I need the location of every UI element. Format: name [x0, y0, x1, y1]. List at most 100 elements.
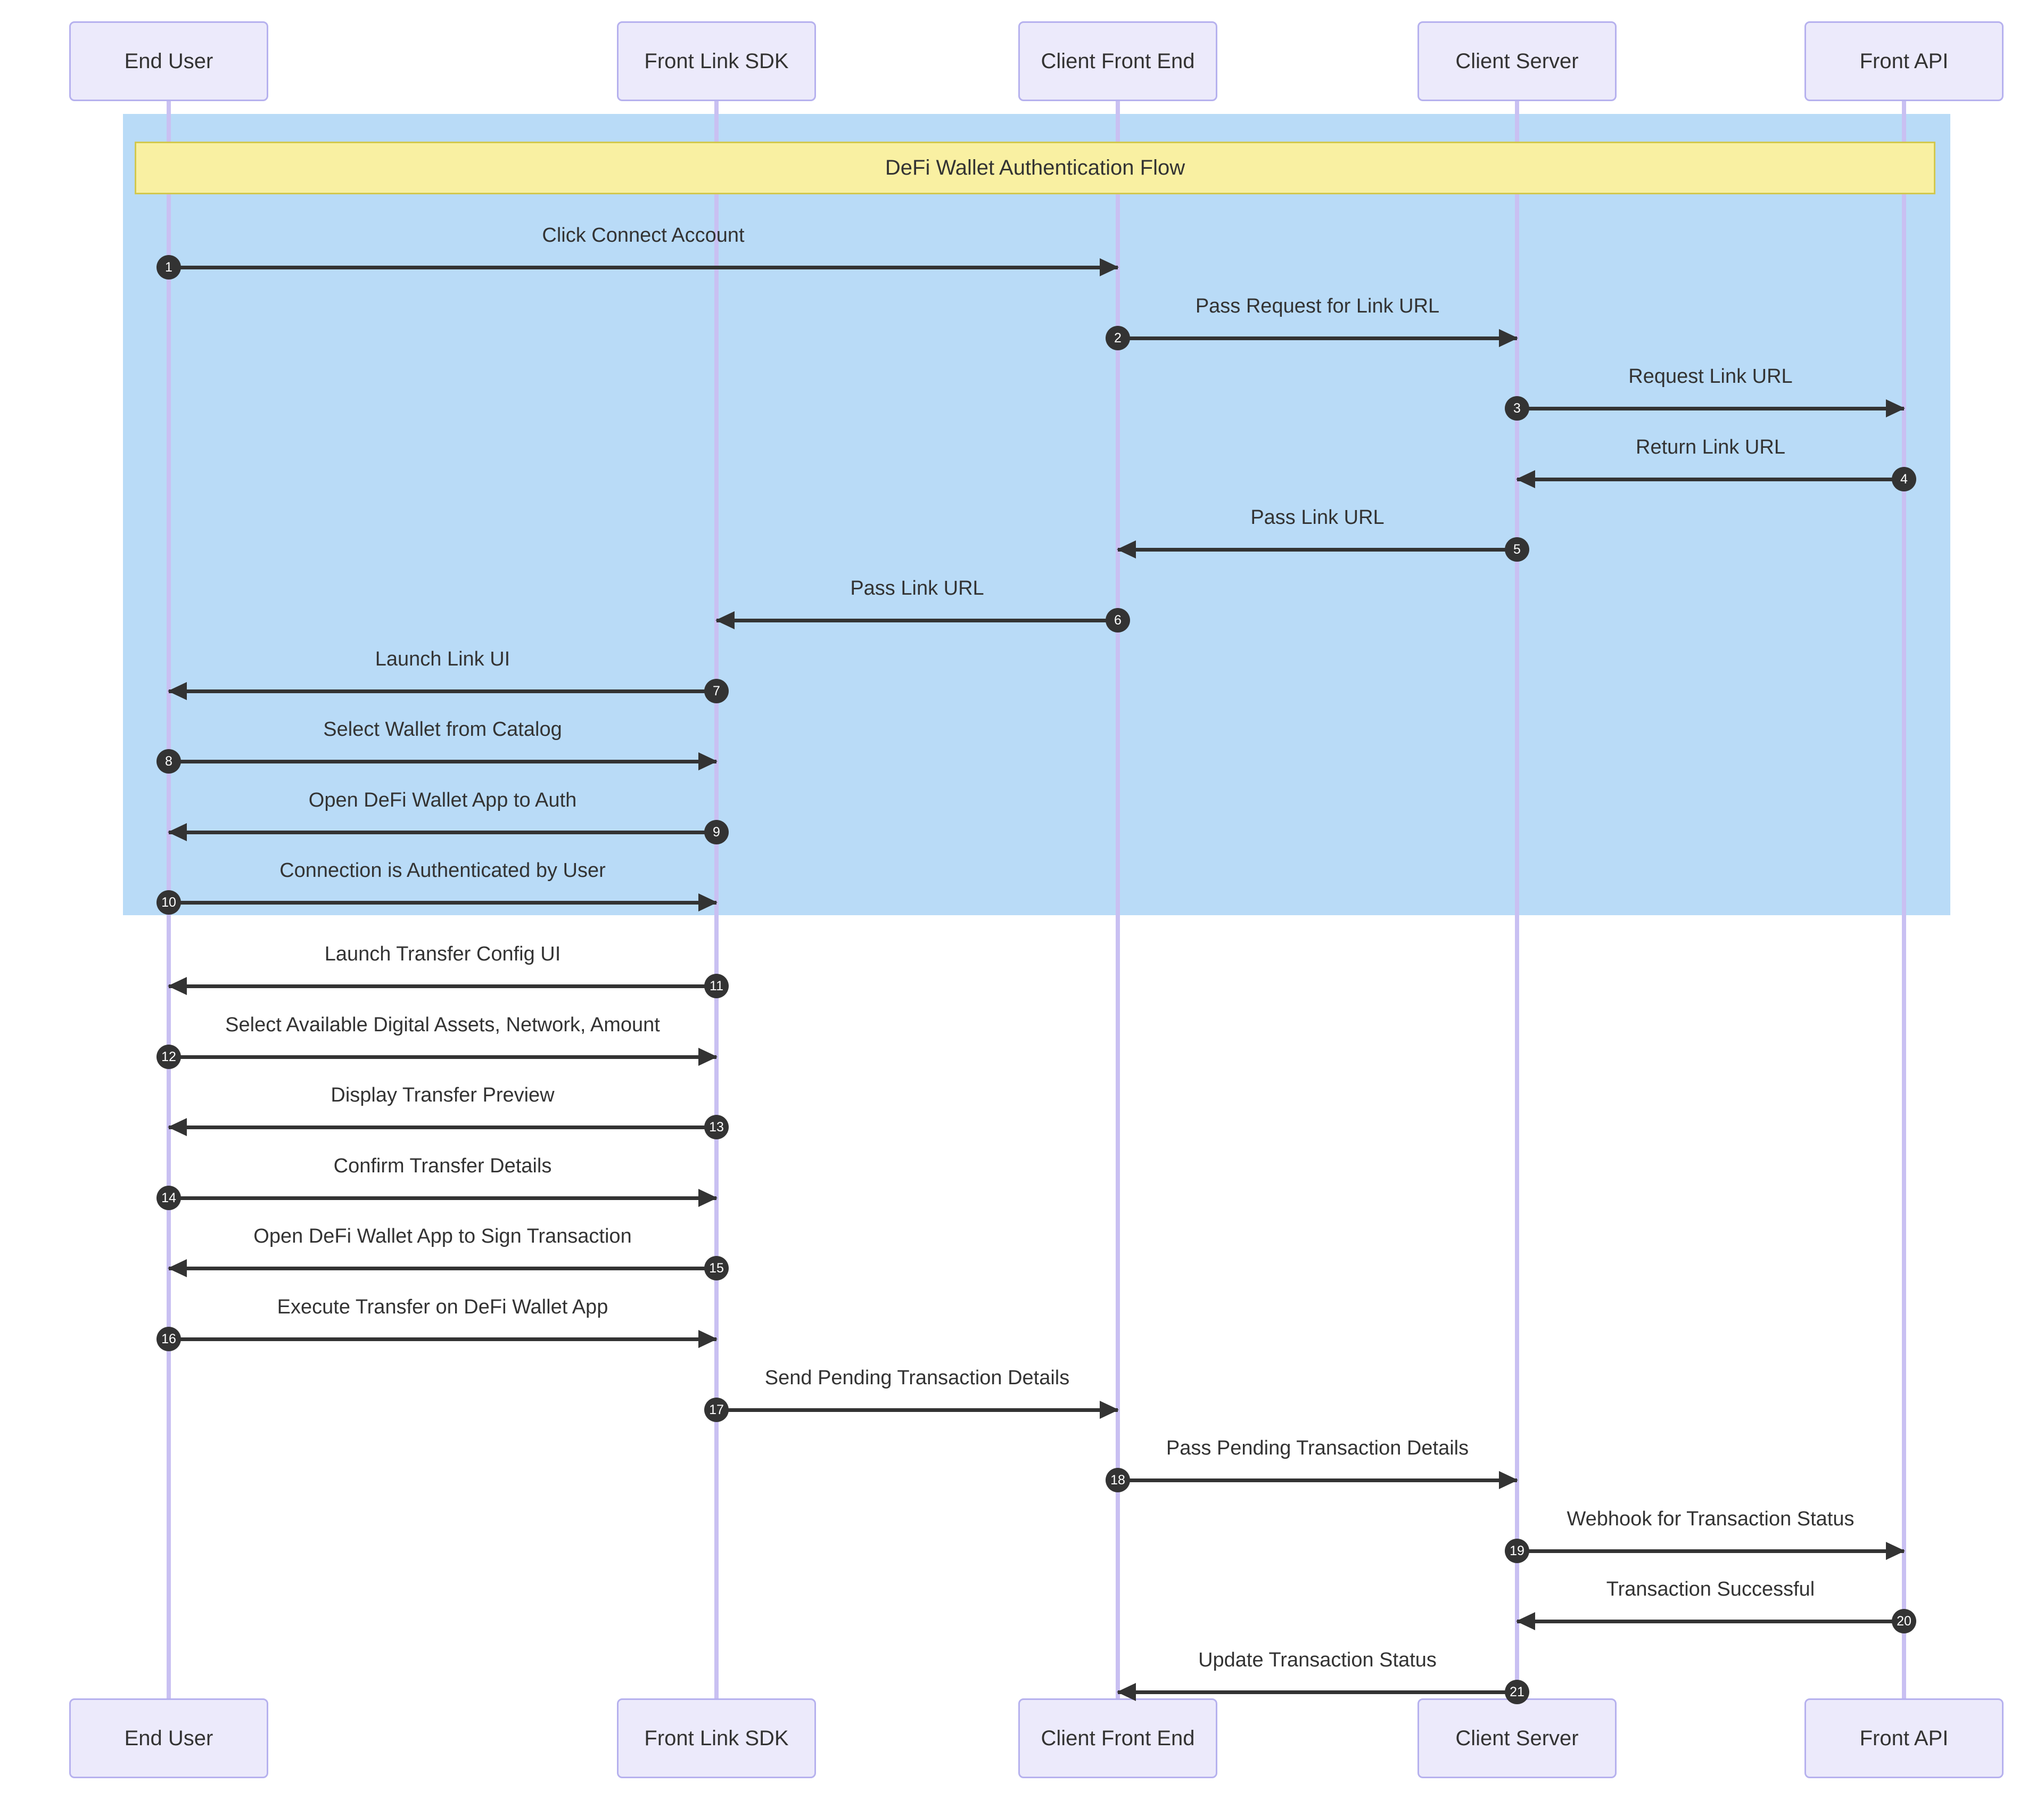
actor-label: Client Server [1455, 1726, 1579, 1750]
arrowhead-icon [698, 1330, 718, 1348]
actor-box-top-front-api: Front API [1804, 21, 2004, 101]
message-label-3: Request Link URL [1628, 365, 1793, 388]
actor-label: Client Front End [1041, 49, 1195, 73]
message-arrow-7 [168, 682, 716, 700]
message-arrow-6 [715, 611, 1118, 629]
actor-box-bottom-client-front-end: Client Front End [1018, 1698, 1217, 1778]
arrowhead-icon [1886, 1542, 1905, 1560]
arrowhead-icon [1117, 1683, 1136, 1701]
message-number-badge-20: 20 [1892, 1609, 1916, 1633]
actor-label: Front Link SDK [644, 49, 789, 73]
message-number-badge-21: 21 [1505, 1680, 1529, 1704]
message-label-9: Open DeFi Wallet App to Auth [308, 789, 577, 811]
arrowhead-icon [1886, 399, 1905, 417]
message-label-12: Select Available Digital Assets, Network… [225, 1014, 660, 1036]
message-label-13: Display Transfer Preview [331, 1084, 555, 1106]
message-label-15: Open DeFi Wallet App to Sign Transaction [253, 1225, 632, 1247]
arrowhead-icon [1516, 470, 1535, 488]
message-number-badge-19: 19 [1505, 1539, 1529, 1563]
message-arrow-21 [1117, 1683, 1517, 1701]
message-arrow-1 [169, 258, 1119, 276]
message-label-20: Transaction Successful [1606, 1578, 1815, 1600]
message-arrow-19 [1517, 1542, 1905, 1560]
message-label-10: Connection is Authenticated by User [279, 859, 606, 882]
actor-label: Front API [1859, 1726, 1949, 1750]
actor-label: Client Front End [1041, 1726, 1195, 1750]
message-number-badge-13: 13 [704, 1115, 729, 1139]
arrowhead-icon [1100, 258, 1119, 276]
message-arrow-9 [168, 823, 716, 841]
actor-label: Client Server [1455, 49, 1579, 73]
arrowhead-icon [168, 823, 187, 841]
actor-label: End User [124, 49, 213, 73]
auth-flow-banner: DeFi Wallet Authentication Flow [135, 142, 1935, 194]
lifeline-front-api [1902, 101, 1906, 1698]
message-number-badge-17: 17 [704, 1398, 729, 1422]
message-arrow-11 [168, 977, 716, 995]
message-number-badge-6: 6 [1106, 608, 1130, 632]
message-arrow-4 [1516, 470, 1904, 488]
arrowhead-icon [168, 1259, 187, 1277]
message-arrow-5 [1117, 540, 1517, 558]
message-arrow-12 [169, 1048, 718, 1066]
message-number-badge-1: 1 [156, 255, 181, 280]
actor-label: Front API [1859, 49, 1949, 73]
arrowhead-icon [1100, 1401, 1119, 1419]
message-arrow-17 [716, 1401, 1119, 1419]
message-label-4: Return Link URL [1636, 436, 1785, 458]
arrowhead-icon [1499, 329, 1518, 347]
message-arrow-15 [168, 1259, 716, 1277]
message-number-badge-3: 3 [1505, 396, 1529, 421]
message-arrow-8 [169, 752, 718, 770]
arrowhead-icon [715, 611, 735, 629]
message-label-2: Pass Request for Link URL [1195, 295, 1440, 317]
arrowhead-icon [168, 1118, 187, 1136]
message-number-badge-5: 5 [1505, 537, 1529, 562]
message-label-11: Launch Transfer Config UI [324, 943, 561, 965]
message-label-8: Select Wallet from Catalog [323, 718, 562, 741]
arrowhead-icon [698, 893, 718, 911]
message-label-6: Pass Link URL [850, 577, 984, 599]
message-label-1: Click Connect Account [542, 224, 745, 247]
message-number-badge-12: 12 [156, 1045, 181, 1069]
message-number-badge-10: 10 [156, 890, 181, 915]
actor-label: End User [124, 1726, 213, 1750]
actor-box-bottom-end-user: End User [69, 1698, 268, 1778]
message-number-badge-14: 14 [156, 1186, 181, 1210]
message-label-16: Execute Transfer on DeFi Wallet App [277, 1296, 608, 1318]
message-number-badge-7: 7 [704, 679, 729, 703]
message-label-14: Confirm Transfer Details [333, 1155, 552, 1177]
message-number-badge-8: 8 [156, 749, 181, 774]
message-number-badge-16: 16 [156, 1327, 181, 1351]
auth-flow-highlight-rect [123, 114, 1950, 915]
message-label-21: Update Transaction Status [1198, 1649, 1437, 1671]
actor-box-top-client-server: Client Server [1417, 21, 1617, 101]
arrowhead-icon [698, 752, 718, 770]
arrowhead-icon [168, 977, 187, 995]
arrowhead-icon [1499, 1471, 1518, 1489]
message-arrow-13 [168, 1118, 716, 1136]
message-number-badge-2: 2 [1106, 326, 1130, 350]
message-label-7: Launch Link UI [375, 648, 510, 670]
message-label-19: Webhook for Transaction Status [1567, 1508, 1855, 1530]
message-number-badge-4: 4 [1892, 467, 1916, 491]
message-number-badge-11: 11 [704, 974, 729, 998]
actor-box-top-client-front-end: Client Front End [1018, 21, 1217, 101]
actor-label: Front Link SDK [644, 1726, 789, 1750]
message-label-17: Send Pending Transaction Details [764, 1367, 1070, 1389]
message-arrow-14 [169, 1189, 718, 1207]
auth-flow-banner-title: DeFi Wallet Authentication Flow [885, 156, 1185, 179]
message-label-5: Pass Link URL [1250, 506, 1384, 529]
arrowhead-icon [1117, 540, 1136, 558]
arrowhead-icon [168, 682, 187, 700]
message-arrow-2 [1118, 329, 1518, 347]
arrowhead-icon [1516, 1612, 1535, 1630]
actor-box-bottom-client-server: Client Server [1417, 1698, 1617, 1778]
lifeline-client-front-end [1116, 101, 1120, 1698]
actor-box-top-end-user: End User [69, 21, 268, 101]
message-number-badge-9: 9 [704, 820, 729, 844]
message-arrow-18 [1118, 1471, 1518, 1489]
message-number-badge-15: 15 [704, 1256, 729, 1280]
message-arrow-3 [1517, 399, 1905, 417]
